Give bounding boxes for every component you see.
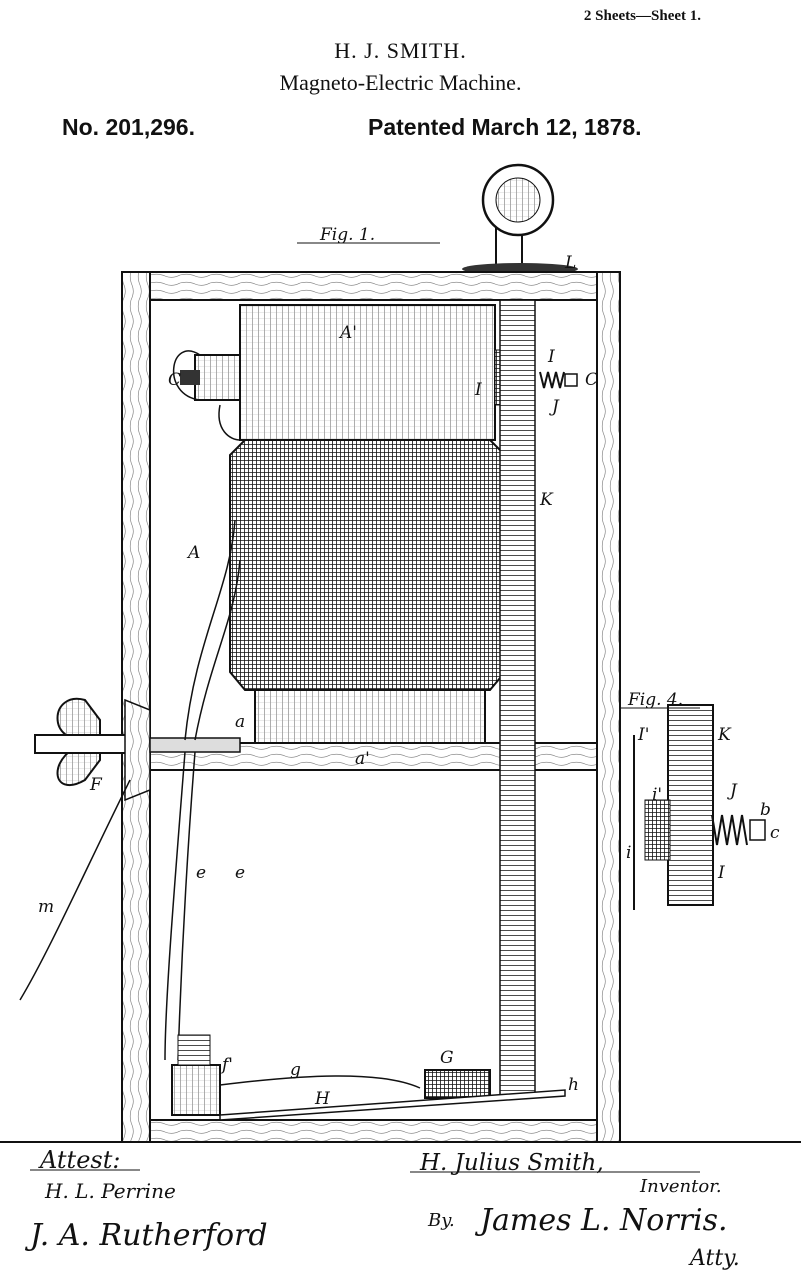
patent-number: No. 201,296. bbox=[62, 114, 195, 140]
label-a-prime: a' bbox=[355, 749, 370, 769]
inventor-name: H. J. SMITH. bbox=[334, 38, 467, 63]
label-G: G bbox=[440, 1048, 454, 1068]
label-fig4-I-prime: I' bbox=[637, 725, 649, 745]
by-label: By. bbox=[427, 1210, 455, 1231]
label-I-left: I bbox=[474, 380, 482, 400]
label-m: m bbox=[38, 897, 54, 917]
label-f-prime: f' bbox=[220, 1055, 233, 1075]
patent-title: Magneto-Electric Machine. bbox=[279, 70, 522, 95]
crank-knob bbox=[462, 163, 578, 275]
label-fig4-i-prime: i' bbox=[652, 785, 662, 805]
signatures: Attest: H. L. Perrine J. A. Rutherford H… bbox=[24, 1146, 740, 1271]
label-fig4-i: i bbox=[626, 843, 631, 863]
label-fig4-J: J bbox=[727, 781, 738, 801]
reference-letters: L A' C C I I J K A a a' F m e e f' g G H… bbox=[38, 253, 780, 1109]
label-h: h bbox=[568, 1075, 579, 1095]
label-fig4-c: c bbox=[770, 823, 780, 843]
label-fig4-K: K bbox=[717, 725, 732, 745]
inventor-label: Inventor. bbox=[639, 1176, 722, 1197]
label-g: g bbox=[290, 1060, 301, 1080]
label-L: L bbox=[564, 253, 576, 273]
attorney-signature: James L. Norris. bbox=[474, 1203, 728, 1238]
label-C-left: C bbox=[168, 370, 181, 390]
label-I-top: I bbox=[547, 347, 555, 367]
witness-1-signature: H. L. Perrine bbox=[44, 1179, 176, 1203]
patent-date: Patented March 12, 1878. bbox=[368, 114, 642, 140]
coil bbox=[229, 439, 506, 691]
fig4-label: Fig. 4. bbox=[627, 690, 683, 710]
wing-nut-binding-post bbox=[34, 697, 241, 802]
label-F: F bbox=[89, 775, 103, 795]
label-H: H bbox=[314, 1089, 331, 1109]
rack-bar bbox=[499, 299, 536, 1096]
label-J: J bbox=[549, 397, 560, 417]
label-C-right: C bbox=[585, 370, 598, 390]
label-A: A bbox=[186, 543, 200, 563]
label-A-prime: A' bbox=[338, 323, 357, 343]
label-e1: e bbox=[196, 863, 206, 883]
witness-2-signature: J. A. Rutherford bbox=[24, 1218, 268, 1253]
left-commutator bbox=[173, 350, 241, 441]
label-fig4-b: b bbox=[760, 800, 771, 820]
figure-4 bbox=[633, 704, 766, 910]
label-a: a bbox=[235, 712, 245, 732]
label-fig4-I: I bbox=[717, 863, 725, 883]
attest-label: Attest: bbox=[38, 1146, 120, 1174]
sheet-number: 2 Sheets—Sheet 1. bbox=[583, 8, 701, 24]
contact-assembly bbox=[171, 1034, 566, 1121]
label-e2: e bbox=[235, 863, 245, 883]
attorney-label: Atty. bbox=[688, 1246, 740, 1271]
label-K: K bbox=[539, 490, 554, 510]
wires bbox=[19, 519, 421, 1089]
magnet-base bbox=[254, 689, 486, 744]
armature-block bbox=[239, 304, 496, 441]
fig1-label: Fig. 1. bbox=[319, 225, 375, 245]
